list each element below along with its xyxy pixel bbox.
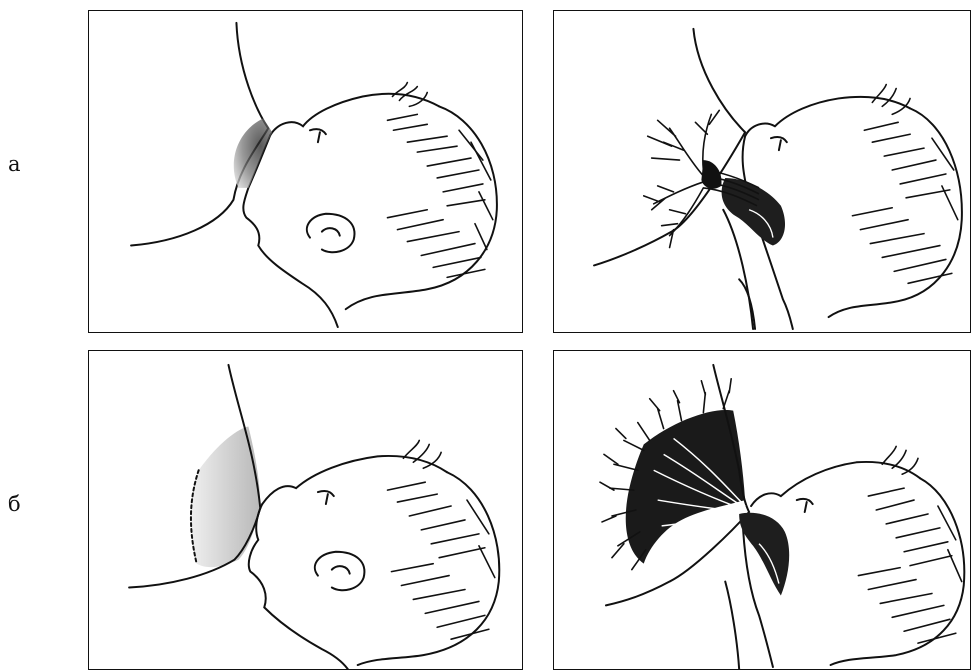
panel-b-internal — [553, 350, 971, 670]
illustration-deep-latch-external — [89, 351, 522, 669]
illustration-shallow-latch-external — [89, 11, 522, 332]
illustration-deep-latch-internal — [554, 351, 970, 669]
panel-b-external — [88, 350, 523, 670]
panel-a-internal — [553, 10, 971, 333]
row-label-a: а — [8, 154, 21, 175]
illustration-shallow-latch-internal — [554, 11, 970, 332]
row-label-b: б — [8, 494, 21, 515]
panel-a-external — [88, 10, 523, 333]
